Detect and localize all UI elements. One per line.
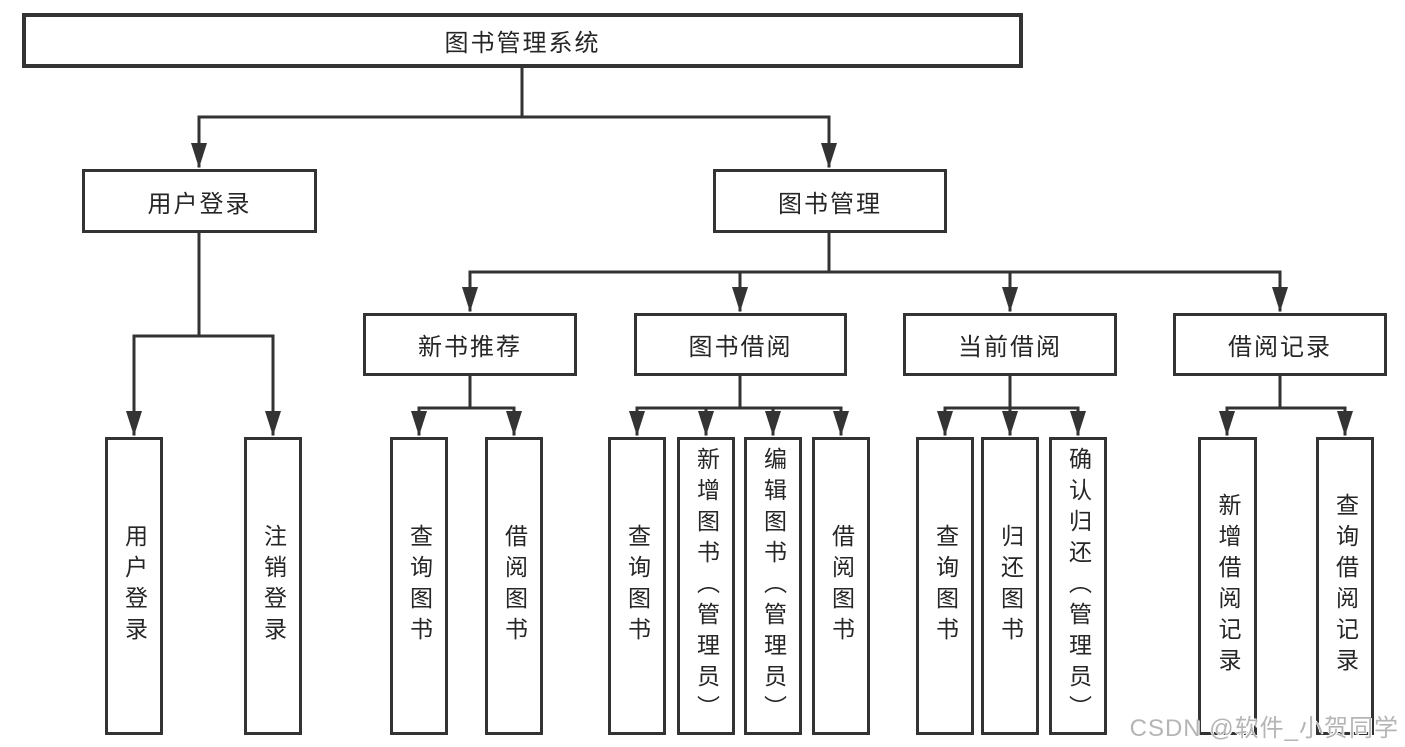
- node-root: 图书管理系统: [22, 13, 1023, 68]
- leaf-user-login: 用户登录: [105, 437, 163, 735]
- node-new-book-recommend-label: 新书推荐: [418, 334, 522, 361]
- leaf-borrow-books-2: 借阅图书: [812, 437, 870, 735]
- leaf-confirm-return-admin-label: 确认归还（管理员）: [1065, 446, 1092, 726]
- leaf-edit-books-admin: 编辑图书（管理员）: [744, 437, 802, 735]
- leaf-user-login-label: 用户登录: [121, 524, 148, 648]
- leaf-borrow-books-1: 借阅图书: [485, 437, 543, 735]
- leaf-query-borrow-record: 查询借阅记录: [1316, 437, 1374, 735]
- leaf-confirm-return-admin: 确认归还（管理员）: [1049, 437, 1107, 735]
- node-new-book-recommend: 新书推荐: [363, 313, 577, 376]
- node-book-management-label: 图书管理: [778, 190, 882, 218]
- leaf-borrow-books-1-label: 借阅图书: [501, 524, 528, 648]
- node-book-borrow: 图书借阅: [634, 313, 847, 376]
- leaf-borrow-books-2-label: 借阅图书: [828, 524, 855, 648]
- leaf-query-books-2: 查询图书: [608, 437, 666, 735]
- leaf-query-books-1-label: 查询图书: [406, 524, 433, 648]
- node-current-borrow-label: 当前借阅: [958, 334, 1062, 361]
- leaf-add-books-admin-label: 新增图书（管理员）: [693, 446, 720, 726]
- leaf-query-borrow-record-label: 查询借阅记录: [1332, 493, 1359, 679]
- leaf-return-books: 归还图书: [981, 437, 1039, 735]
- leaf-query-books-3: 查询图书: [916, 437, 974, 735]
- node-book-management: 图书管理: [713, 169, 947, 233]
- csdn-watermark: CSDN @软件_小贺同学: [1129, 715, 1399, 742]
- leaf-query-books-2-label: 查询图书: [624, 524, 651, 648]
- node-borrow-records: 借阅记录: [1173, 313, 1387, 376]
- leaf-edit-books-admin-label: 编辑图书（管理员）: [760, 446, 787, 726]
- leaf-query-books-1: 查询图书: [390, 437, 448, 735]
- leaf-logout-label: 注销登录: [260, 524, 287, 648]
- leaf-add-books-admin: 新增图书（管理员）: [677, 437, 735, 735]
- node-borrow-records-label: 借阅记录: [1228, 334, 1332, 361]
- leaf-query-books-3-label: 查询图书: [932, 524, 959, 648]
- leaf-add-borrow-record-label: 新增借阅记录: [1215, 493, 1241, 679]
- leaf-logout: 注销登录: [244, 437, 302, 735]
- leaf-add-borrow-record: 新增借阅记录: [1198, 437, 1257, 735]
- leaf-return-books-label: 归还图书: [997, 524, 1024, 648]
- node-root-label: 图书管理系统: [444, 30, 601, 57]
- node-user-login-label: 用户登录: [147, 190, 252, 218]
- node-book-borrow-label: 图书借阅: [688, 334, 793, 361]
- node-current-borrow: 当前借阅: [903, 313, 1117, 376]
- node-user-login: 用户登录: [82, 169, 317, 233]
